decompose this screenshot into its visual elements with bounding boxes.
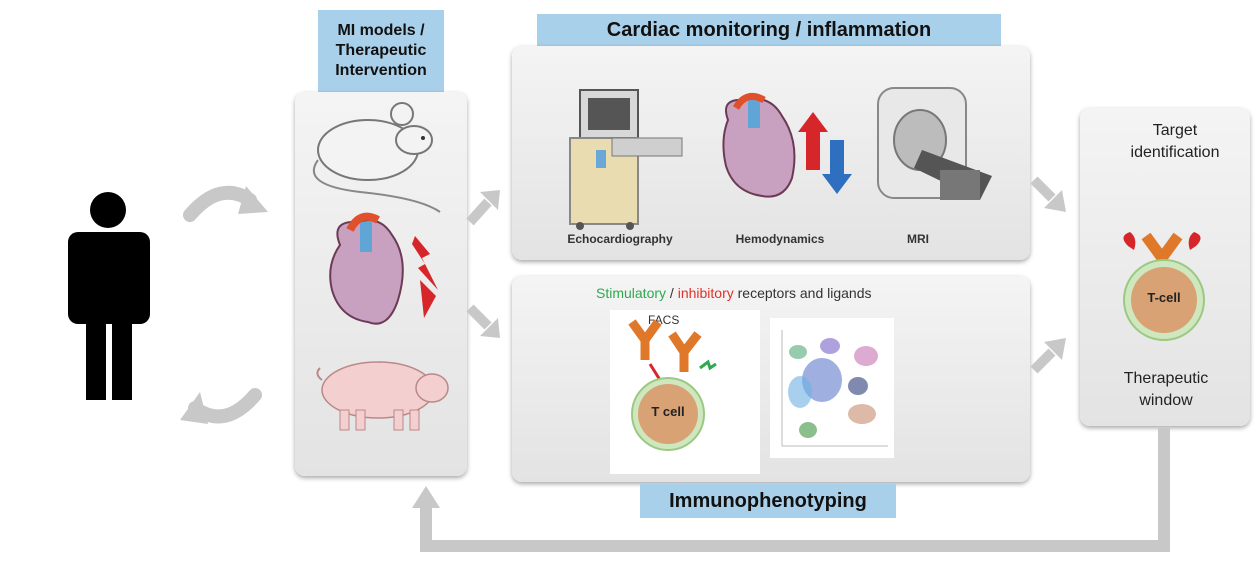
t-cell-right-label: T-cell [1147, 290, 1181, 305]
slash-text: / [666, 285, 678, 301]
receptors-rest-text: receptors and ligands [733, 285, 872, 301]
t-cell-left-label: T cell [651, 404, 685, 419]
immunophenotyping-text: Immunophenotyping [669, 489, 867, 512]
mi-models-text: MI models / Therapeutic Intervention [335, 22, 427, 79]
inhibitory-text: inhibitory [677, 285, 734, 301]
mri-caption: MRI [907, 232, 929, 246]
echo-caption: Echocardiography [567, 232, 673, 246]
hemo-caption: Hemodynamics [735, 232, 825, 246]
receptors-caption: Stimulatory / inhibitory receptors and l… [596, 285, 872, 301]
stimulatory-text: Stimulatory [596, 285, 667, 301]
immunophenotyping-label: Immunophenotyping [640, 484, 896, 518]
cardiac-monitoring-label: Cardiac monitoring / inflammation [537, 14, 1001, 46]
therapeutic-window-label: Therapeutic window [1123, 370, 1209, 409]
target-identification-label: Target identification [1130, 122, 1220, 161]
cardiac-monitoring-text: Cardiac monitoring / inflammation [606, 18, 932, 41]
mi-models-label: MI models / Therapeutic Intervention [318, 10, 444, 92]
